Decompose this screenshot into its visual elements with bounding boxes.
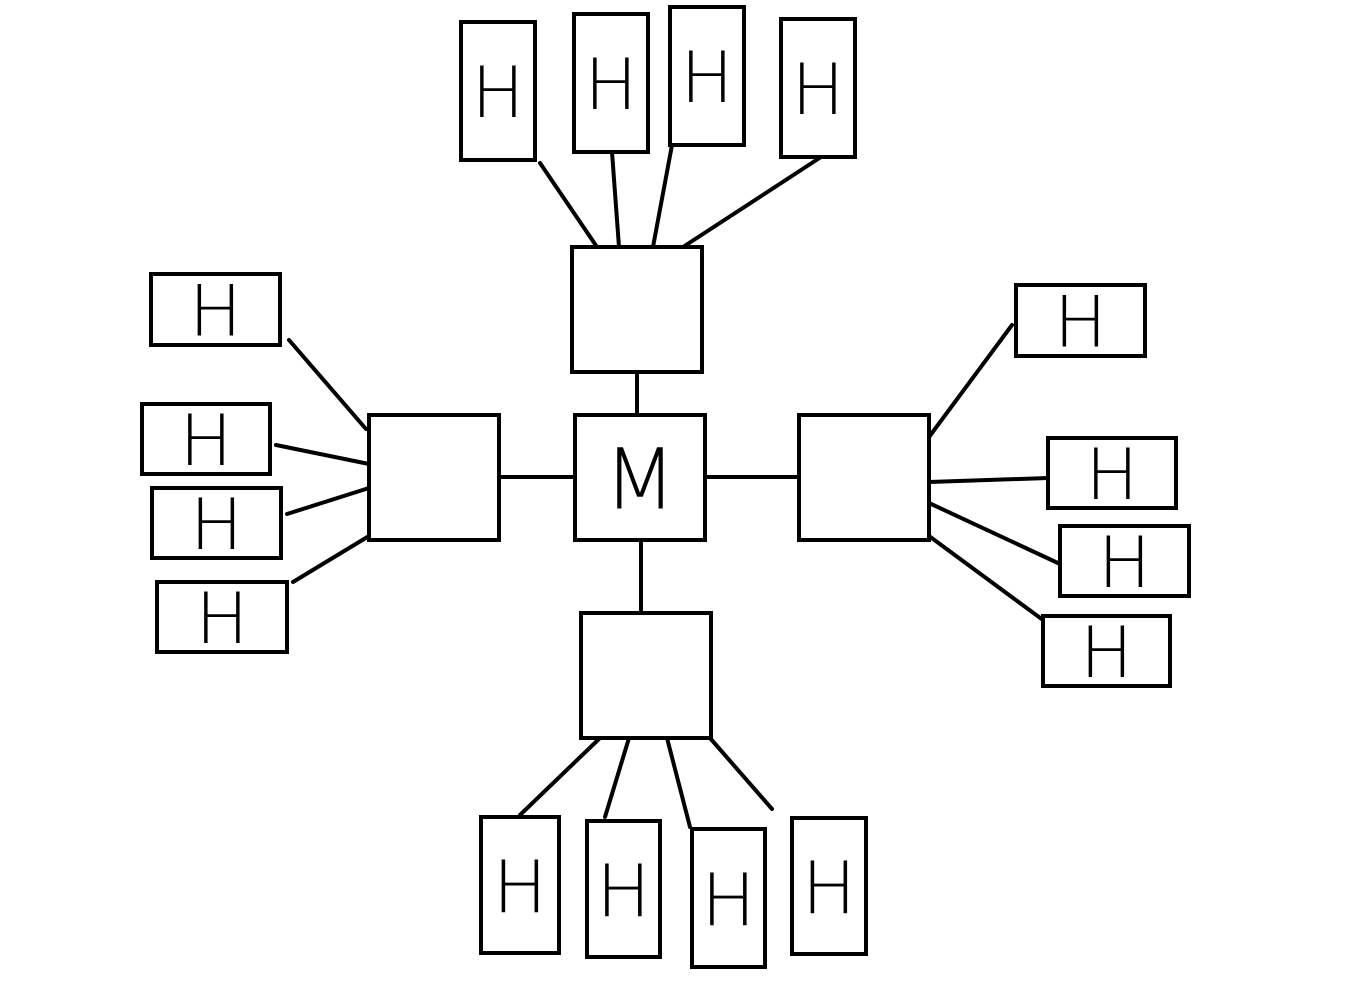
hub-bottom-leaf-1-link — [518, 736, 602, 817]
hub-bottom-leaf-2: H — [585, 819, 662, 959]
hub-top-leaf-1: H — [459, 20, 537, 162]
hub-top-leaf-2-label: H — [585, 44, 638, 126]
hub-left-leaf-3: H — [150, 484, 283, 566]
hub-right-leaf-3: H — [1058, 522, 1191, 604]
hub-left-leaf-3-link — [285, 486, 371, 516]
hub-bottom-leaf-4: H — [790, 816, 868, 956]
hub-top-leaf-1-box — [459, 20, 537, 162]
hub-bottom-leaf-3-link — [665, 736, 692, 829]
hub-bottom-node-box — [579, 611, 713, 740]
hub-top-leaf-4-link — [681, 155, 823, 249]
hub-bottom-leaf-3-label: H — [701, 858, 755, 942]
hub-top-node — [570, 245, 704, 374]
hub-right-leaf-4: H — [1041, 612, 1172, 694]
hub-left-leaf-4-box — [155, 580, 289, 654]
hub-top-leaf-1-link — [538, 161, 599, 249]
center-node-label: M — [604, 431, 676, 529]
hub-left-leaf-4-link — [291, 534, 371, 584]
hub-left-leaf-3-box — [150, 486, 283, 560]
hub-right-node — [797, 413, 931, 542]
hub-left-leaf-4: H — [155, 578, 289, 660]
hub-left-leaf-2-box — [140, 402, 272, 476]
hub-top-leaf-4-label: H — [792, 49, 845, 131]
hub-right-leaf-1: H — [1014, 282, 1147, 364]
hub-left-leaf-3-label: H — [190, 484, 243, 566]
hub-top-leaf-2: H — [572, 12, 650, 154]
hub-right-leaf-2-box — [1046, 436, 1178, 510]
hub-left-leaf-1: H — [149, 271, 282, 353]
hub-bottom-leaf-4-link — [708, 736, 774, 811]
hub-right-leaf-3-label: H — [1098, 522, 1151, 604]
hub-right-leaf-1-label: H — [1054, 282, 1107, 364]
hub-right-node-box — [797, 413, 931, 542]
hub-bottom-leaf-2-label: H — [596, 849, 650, 933]
hub-bottom-leaf-3-box — [690, 827, 767, 969]
hub-right-leaf-3-link — [927, 501, 1062, 566]
hub-bottom-leaf-2-box — [585, 819, 662, 959]
hub-bottom-leaf-4-label: H — [802, 846, 856, 930]
hub-left-leaf-1-link — [287, 338, 368, 431]
center-node: M — [573, 413, 707, 542]
hub-top-leaf-3-box — [668, 5, 746, 147]
hub-top-leaf-3-label: H — [681, 37, 734, 119]
hub-top-node-box — [570, 245, 704, 374]
hub-right-leaf-4-link — [927, 534, 1045, 622]
edges-layer — [274, 143, 1062, 829]
hub-left-leaf-2-link — [274, 443, 371, 466]
hub-right-leaf-2: H — [1046, 434, 1178, 516]
hub-right-leaf-2-link — [927, 476, 1050, 484]
hub-top-leaf-3: H — [668, 5, 746, 147]
hub-bottom-node — [579, 611, 713, 740]
hub-bottom-leaf-4-box — [790, 816, 868, 956]
hub-right-leaf-3-box — [1058, 524, 1191, 598]
hub-right-leaf-1-link — [927, 323, 1014, 439]
hub-left-leaf-2-label: H — [180, 400, 233, 482]
hub-right-leaf-2-label: H — [1086, 434, 1139, 516]
hub-right-leaf-4-label: H — [1080, 612, 1133, 694]
hub-left-node — [367, 413, 501, 542]
hub-bottom-leaf-2-link — [603, 736, 631, 819]
hub-top-leaf-1-label: H — [472, 52, 525, 134]
hub-left-leaf-4-label: H — [196, 578, 249, 660]
hub-bottom-leaf-1-box — [479, 815, 561, 955]
hub-right-leaf-4-box — [1041, 614, 1172, 688]
hub-right-leaf-1-box — [1014, 283, 1147, 358]
hub-bottom-leaf-3: H — [690, 827, 767, 969]
hub-top-leaf-2-link — [610, 150, 621, 249]
hub-left-leaf-1-label: H — [189, 271, 242, 353]
hub-left-leaf-1-box — [149, 272, 282, 347]
center-node-box — [573, 413, 707, 542]
hub-top-leaf-4-box — [779, 17, 857, 159]
hub-bottom-leaf-1: H — [479, 815, 561, 955]
hub-top-leaf-4: H — [779, 17, 857, 159]
hub-top-leaf-3-link — [651, 143, 674, 249]
hub-top-leaf-2-box — [572, 12, 650, 154]
hub-left-leaf-2: H — [140, 400, 272, 482]
hub-left-node-box — [367, 413, 501, 542]
hub-bottom-leaf-1-label: H — [493, 845, 547, 929]
